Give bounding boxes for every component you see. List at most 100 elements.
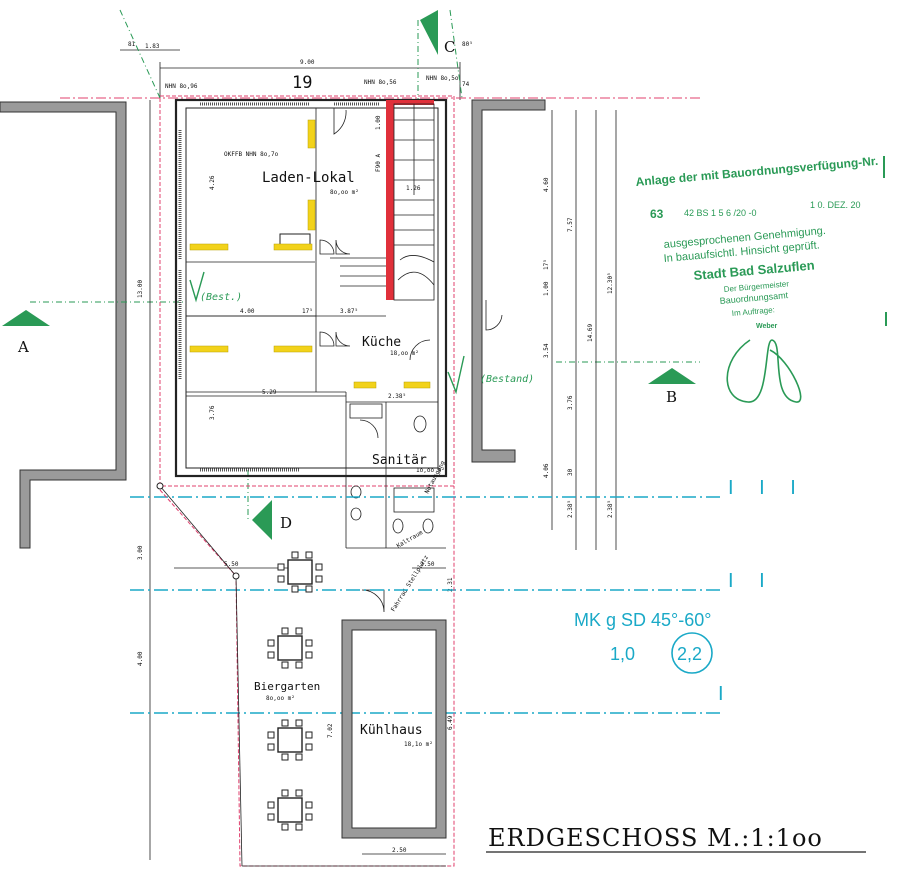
- signature: [726, 339, 802, 403]
- svg-text:3.00: 3.00: [137, 545, 144, 560]
- chair: [267, 651, 275, 659]
- chair: [267, 639, 275, 647]
- section-marker-c: C: [420, 10, 455, 56]
- svg-text:4.60: 4.60: [543, 177, 550, 192]
- chair: [277, 575, 285, 583]
- dim-183: 1.83: [145, 43, 160, 50]
- svg-text:C: C: [444, 38, 455, 56]
- room-name-kueche: Küche: [362, 335, 401, 350]
- chair: [305, 651, 313, 659]
- chair: [267, 743, 275, 751]
- dim-total-width: 9.00: [300, 59, 315, 66]
- chair: [295, 753, 303, 761]
- svg-text:30: 30: [567, 468, 574, 476]
- zoning-marks-3: I I I: [728, 477, 806, 499]
- beer-garden: [156, 482, 455, 867]
- svg-text:2.38⁵: 2.38⁵: [607, 500, 614, 518]
- stamp-date: 1 0. DEZ. 20: [810, 200, 861, 210]
- svg-text:6.49: 6.49: [447, 715, 454, 730]
- svg-text:3.87⁵: 3.87⁵: [340, 308, 358, 315]
- stamp-line7: Im Auftrage:: [731, 305, 775, 318]
- chair: [277, 563, 285, 571]
- chair: [295, 789, 303, 797]
- stamp-line4: Stadt Bad Salzuflen: [693, 257, 815, 283]
- yellow-openings: [189, 119, 431, 389]
- svg-text:2.31: 2.31: [447, 577, 454, 592]
- svg-text:3.76: 3.76: [209, 405, 216, 420]
- room-name-kuehlhaus: Kühlhaus: [360, 723, 423, 738]
- fire-wall-staircase: F90 A: [330, 100, 435, 301]
- elevation-left: NHN 8o,96: [165, 83, 198, 90]
- building-outline: [159, 95, 455, 487]
- table-group: [267, 719, 313, 761]
- chair: [305, 585, 313, 593]
- svg-text:17⁵: 17⁵: [302, 308, 313, 315]
- room-area-sanitaer: 1o,oo m²: [416, 467, 445, 474]
- neighbour-building-right: [471, 99, 546, 463]
- chair: [305, 731, 313, 739]
- dim-805: 80⁵: [462, 41, 473, 48]
- chair: [295, 823, 303, 831]
- section-marker-d: D: [247, 470, 292, 540]
- svg-text:4.00: 4.00: [137, 651, 144, 666]
- table-group: [267, 627, 313, 669]
- note-notausgang: Notausgang: [424, 459, 447, 495]
- table: [287, 559, 313, 585]
- zoning-marks-2: I I: [728, 570, 775, 592]
- chair: [281, 719, 289, 727]
- chair: [305, 639, 313, 647]
- room-area-laden: 8o,oo m²: [330, 189, 359, 196]
- svg-text:5.29: 5.29: [262, 389, 277, 396]
- room-name-sanitaer: Sanitär: [372, 453, 427, 468]
- room-name-biergarten: Biergarten: [254, 680, 320, 693]
- dim-81: 81: [128, 41, 136, 48]
- table-group: [277, 551, 323, 593]
- svg-text:A: A: [17, 338, 29, 356]
- room-area-kueche: 18,oo m²: [390, 350, 419, 357]
- zoning-grz: 1,0: [610, 644, 635, 664]
- svg-text:4.06: 4.06: [543, 463, 550, 478]
- chair: [291, 551, 299, 559]
- fire-wall-label: F90 A: [375, 154, 382, 172]
- svg-text:17⁵: 17⁵: [543, 259, 550, 270]
- chair: [267, 731, 275, 739]
- svg-text:1.00: 1.00: [543, 281, 550, 296]
- svg-text:3.76: 3.76: [567, 395, 574, 410]
- table-groups: [267, 551, 323, 831]
- section-marker-a: A: [2, 301, 185, 356]
- right-dimensions: 4.60 7.57 14.69 12.30⁵ 3.54 3.76 4.06 2.…: [543, 110, 617, 550]
- chair: [295, 719, 303, 727]
- table-group: [267, 789, 313, 831]
- chair: [291, 585, 299, 593]
- sheet-title: ERDGESCHOSS M.:1:1oo: [488, 824, 823, 852]
- chair: [305, 743, 313, 751]
- inner-dimensions: 4.00 3.87⁵ 17⁵ 5.29 2.38⁵ 1.26 1.00 4.26…: [137, 100, 454, 860]
- chair: [281, 661, 289, 669]
- top-dimension-chain: 9.00 81 1.83 80⁵ 74 19 NHN 8o,96 NHN 8o,…: [120, 41, 473, 100]
- room-name-laden: Laden-Lokal: [262, 170, 355, 186]
- stamp-signer: Weber: [756, 323, 778, 330]
- chair: [267, 813, 275, 821]
- chair: [305, 551, 313, 559]
- elevation-right: NHN 8o,5o: [426, 75, 459, 82]
- handwritten-note-1: (Best.): [200, 292, 242, 303]
- chair: [281, 627, 289, 635]
- svg-text:4.00: 4.00: [240, 308, 255, 315]
- approval-stamp: Anlage der mit Bauordnungsverfügung-Nr. …: [635, 154, 887, 403]
- chair: [295, 627, 303, 635]
- svg-text:3.54: 3.54: [543, 343, 550, 358]
- table: [277, 727, 303, 753]
- svg-text:1.00: 1.00: [375, 115, 382, 130]
- plot-number: 19: [292, 73, 312, 93]
- table: [277, 797, 303, 823]
- chair: [295, 661, 303, 669]
- chair: [315, 563, 323, 571]
- kuehlhaus-walls: [341, 619, 447, 839]
- svg-text:14.69: 14.69: [587, 324, 594, 342]
- zoning-code: MK g SD 45°-60°: [574, 610, 711, 630]
- chair: [281, 789, 289, 797]
- svg-text:5.50: 5.50: [224, 561, 239, 568]
- svg-text:7.57: 7.57: [567, 217, 574, 232]
- svg-text:2.38⁵: 2.38⁵: [388, 393, 406, 400]
